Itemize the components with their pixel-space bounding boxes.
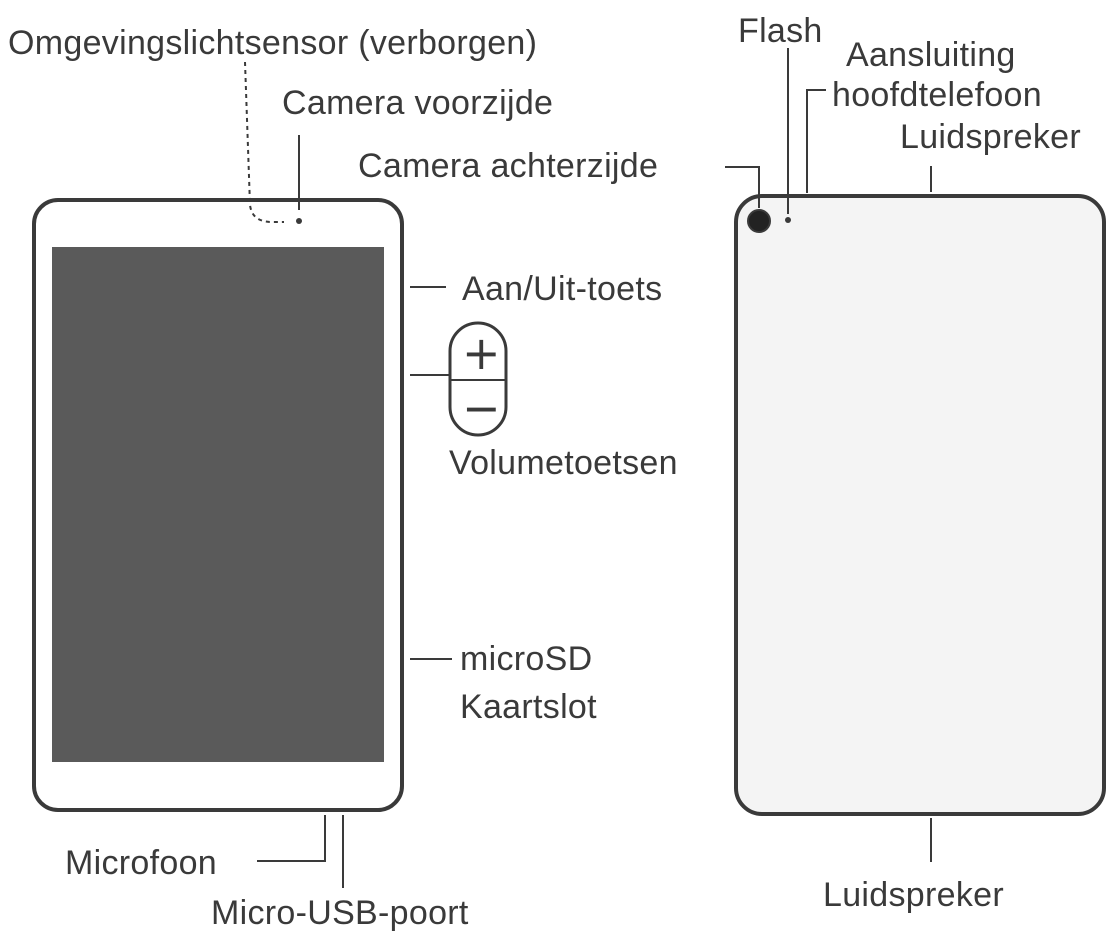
- label-microsd-line2: Kaartslot: [460, 688, 597, 726]
- label-power-key: Aan/Uit-toets: [462, 270, 663, 308]
- front-camera-dot: [296, 218, 302, 224]
- label-microsd-line1: microSD: [460, 640, 593, 678]
- label-rear-camera: Camera achterzijde: [358, 147, 659, 185]
- label-microphone: Microfoon: [65, 844, 217, 882]
- label-flash: Flash: [738, 12, 823, 50]
- label-speaker-top: Luidspreker: [900, 118, 1081, 156]
- volume-minus-symbol: −: [462, 381, 501, 435]
- headphone-leader: [806, 89, 826, 193]
- back-device-body: [734, 194, 1106, 816]
- rear-camera-leader: [725, 166, 760, 208]
- rear-flash-dot: [785, 217, 791, 223]
- volume-plus-symbol: +: [462, 326, 501, 380]
- front-screen: [52, 247, 384, 762]
- label-speaker-bottom: Luidspreker: [823, 876, 1004, 914]
- label-front-camera: Camera voorzijde: [282, 84, 554, 122]
- microphone-leader: [257, 815, 326, 862]
- label-volume-keys: Volumetoetsen: [449, 444, 678, 482]
- label-headphone-line2: hoofdtelefoon: [832, 76, 1042, 114]
- label-micro-usb: Micro-USB-poort: [211, 894, 469, 932]
- rear-camera-lens: [747, 209, 771, 233]
- label-headphone-line1: Aansluiting: [846, 36, 1016, 74]
- label-ambient-sensor: Omgevingslichtsensor (verborgen): [8, 24, 538, 62]
